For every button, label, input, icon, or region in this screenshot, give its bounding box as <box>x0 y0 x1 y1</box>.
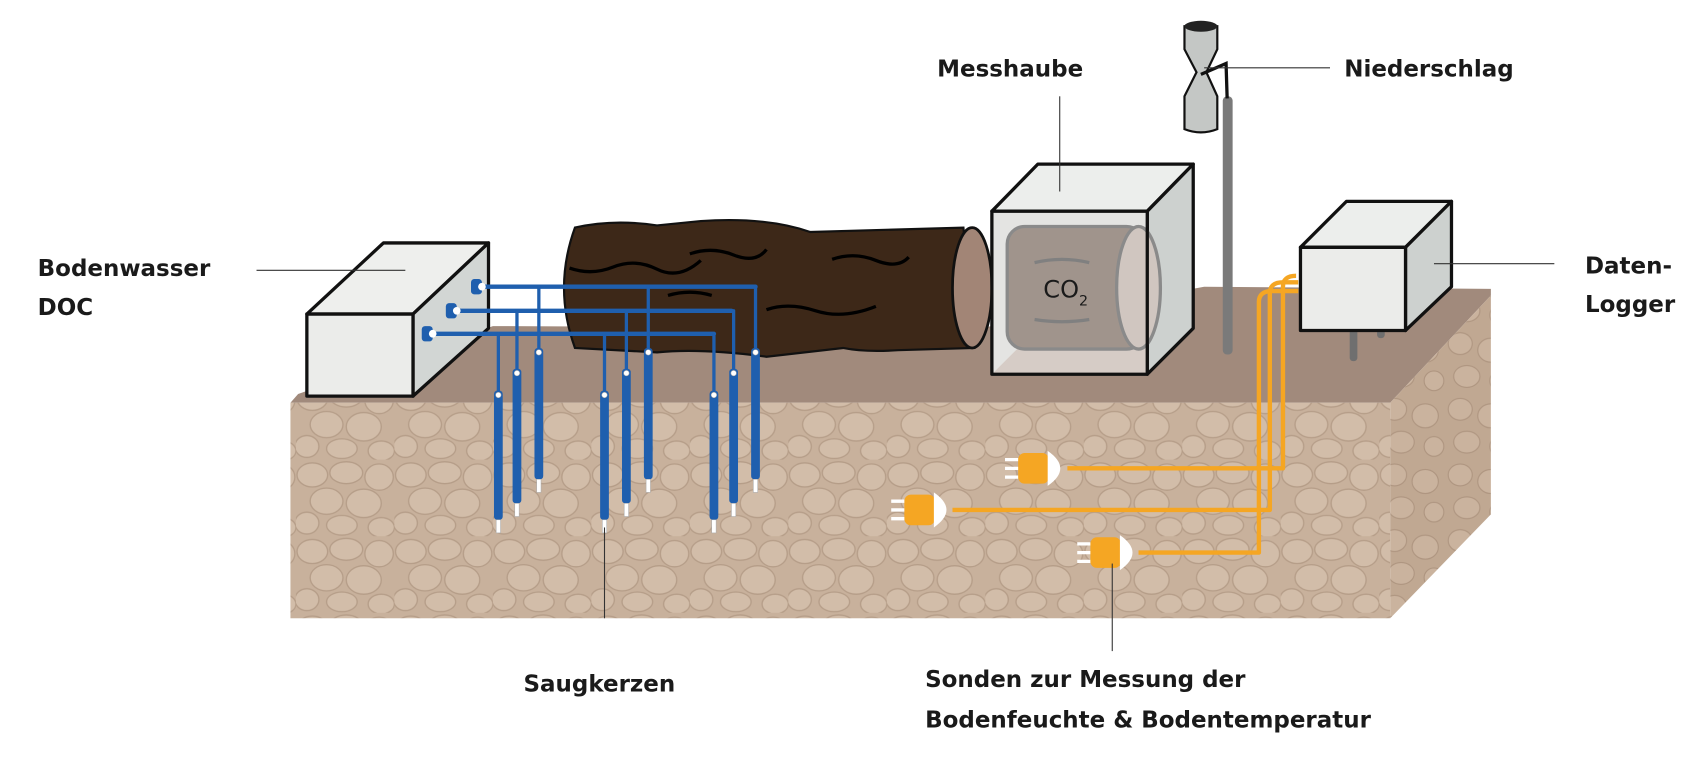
suction-cup-tubes <box>493 347 760 520</box>
soil-side-face <box>1390 295 1491 619</box>
label-saugkerzen: Saugkerzen <box>524 672 676 698</box>
label-messhaube: Messhaube <box>937 57 1083 83</box>
label-niederschlag: Niederschlag <box>1344 57 1513 83</box>
label-doc: DOC <box>38 295 93 321</box>
tube-connectors <box>421 279 486 342</box>
probe-1 <box>1005 450 1061 486</box>
rain-gauge <box>1183 20 1233 355</box>
doc-sampler-box <box>305 241 491 398</box>
measurement-hood: CO2 <box>990 162 1195 376</box>
co2-label: CO2 <box>1043 276 1088 310</box>
leader-lines <box>256 67 1555 652</box>
soil-block <box>290 286 1491 619</box>
suction-cups-group <box>421 279 760 534</box>
label-sonden-line2: Bodenfeuchte & Bodentemperatur <box>925 708 1371 734</box>
suction-cup-tips <box>495 349 759 534</box>
label-daten: Daten- <box>1585 254 1672 280</box>
rain-gauge-pole <box>1222 96 1233 355</box>
probe-3 <box>1077 535 1133 571</box>
log-end <box>951 226 994 350</box>
log <box>562 219 994 358</box>
data-logger <box>1298 199 1454 362</box>
label-bodenwasser: Bodenwasser <box>38 256 211 282</box>
label-logger: Logger <box>1585 292 1676 318</box>
probe-2 <box>891 492 947 528</box>
label-sonden-line1: Sonden zur Messung der <box>925 667 1246 693</box>
soil-probes-group <box>891 273 1299 571</box>
